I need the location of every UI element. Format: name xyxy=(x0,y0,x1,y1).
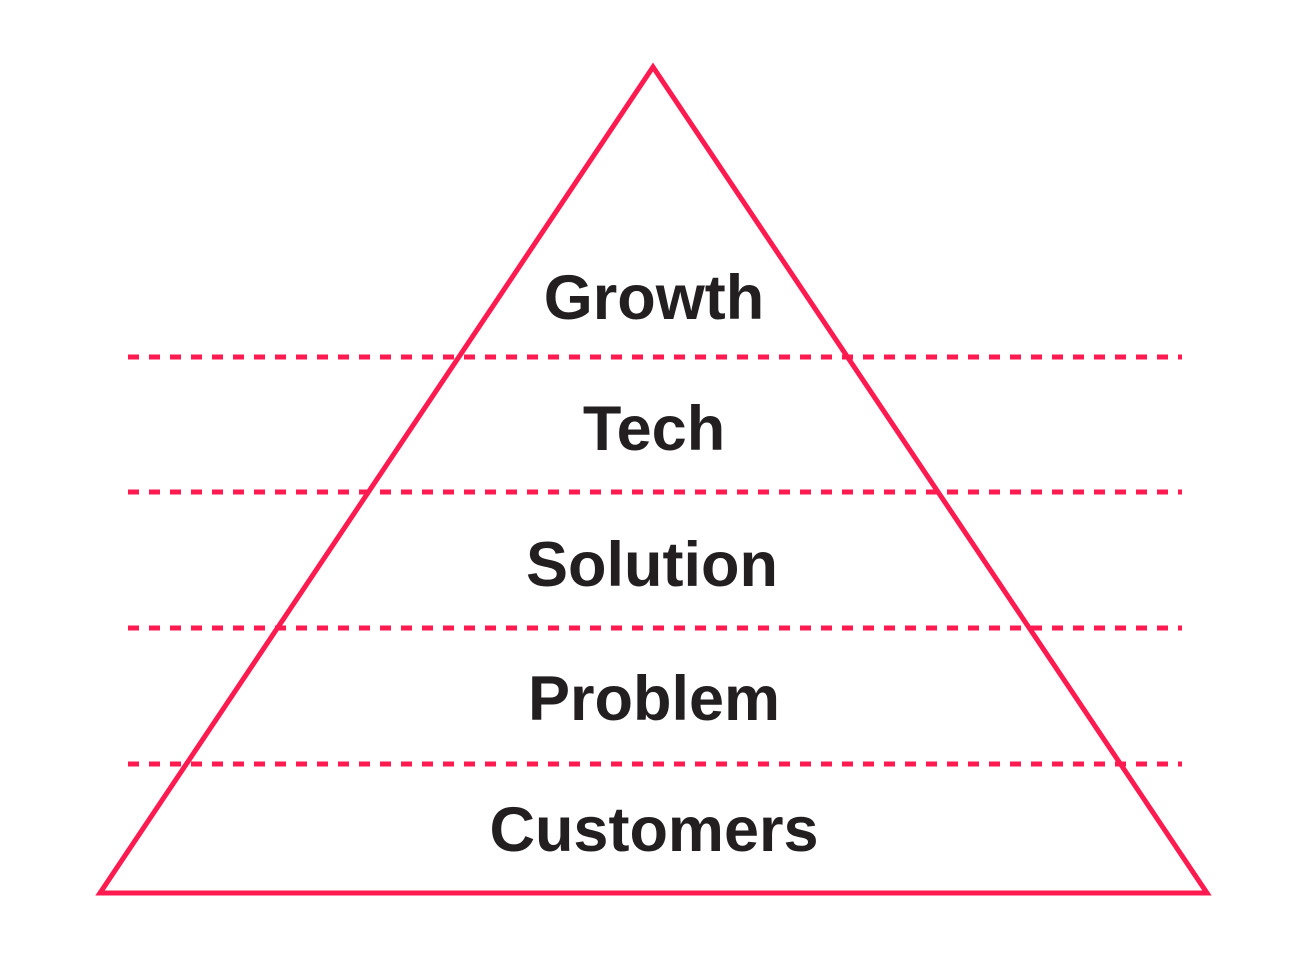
level-label-customers: Customers xyxy=(489,795,818,865)
level-label-tech: Tech xyxy=(583,394,725,464)
pyramid-triangle xyxy=(95,62,1212,896)
level-label-growth: Growth xyxy=(544,263,764,333)
level-label-problem: Problem xyxy=(528,664,780,734)
level-label-solution: Solution xyxy=(526,530,778,600)
divider-lines xyxy=(128,354,1182,767)
